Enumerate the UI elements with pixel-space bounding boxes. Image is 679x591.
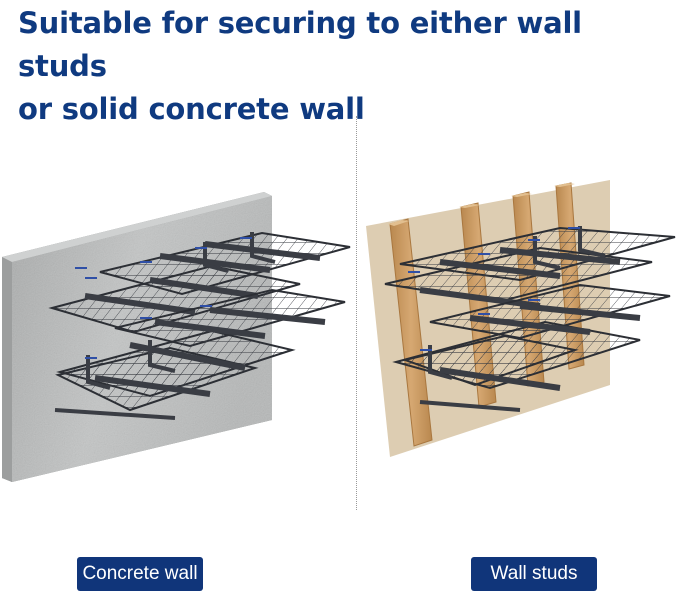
concrete-wall-label: Concrete wall: [77, 557, 203, 591]
headline-line-2: or solid concrete wall: [18, 92, 365, 126]
headline: Suitable for securing to either wall stu…: [18, 2, 668, 131]
wire-shelf-lower-left: [54, 288, 346, 420]
section-divider: [356, 116, 357, 510]
anchor-bolts-left: [75, 237, 252, 359]
anchor-bolts-right: [408, 227, 580, 351]
headline-line-1: Suitable for securing to either wall stu…: [18, 6, 582, 83]
wire-shelf-upper-left: [48, 231, 351, 334]
wall-studs-label: Wall studs: [471, 557, 597, 591]
wire-shelf-lower-right: [392, 283, 671, 412]
wire-shelf-upper-right: [384, 226, 676, 309]
